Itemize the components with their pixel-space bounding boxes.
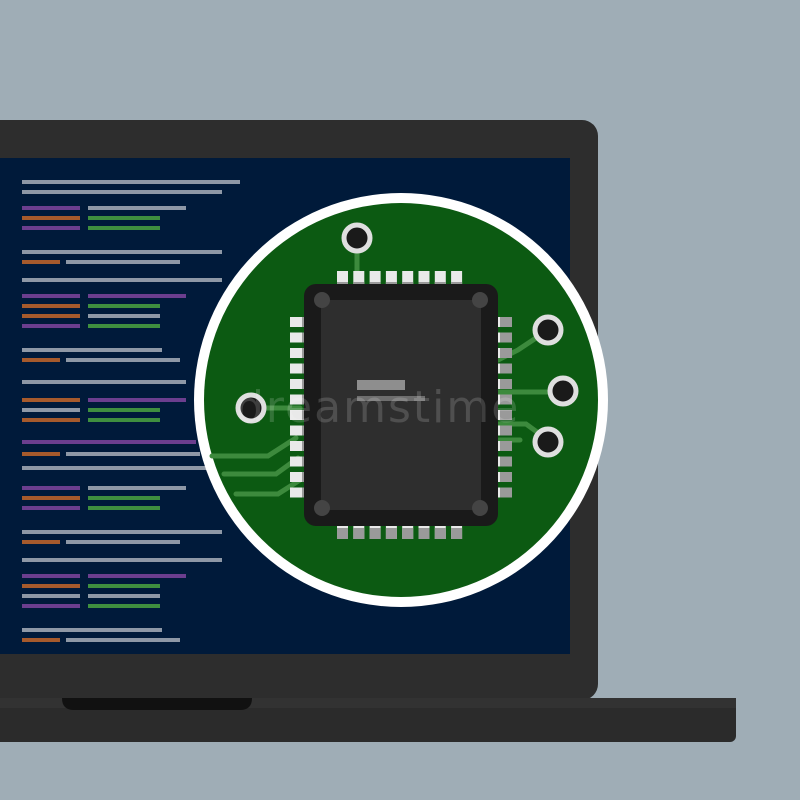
chip-pin (488, 379, 512, 389)
code-line (22, 558, 222, 562)
code-line (22, 180, 240, 184)
chip-pin (488, 394, 512, 405)
code-line (22, 604, 80, 608)
code-line (88, 304, 160, 308)
circuit-vias (235, 222, 579, 458)
code-line (22, 540, 60, 544)
code-line (22, 324, 80, 328)
chip-pin (369, 517, 381, 539)
code-line (22, 530, 222, 534)
code-line (88, 398, 186, 402)
code-line (88, 574, 186, 578)
code-line (88, 584, 160, 588)
code-line (22, 206, 80, 210)
code-line (66, 540, 180, 544)
code-line (88, 506, 160, 510)
code-line (22, 260, 60, 264)
code-line (66, 638, 180, 642)
code-line (66, 260, 180, 264)
via-left (235, 392, 267, 424)
code-line (88, 408, 160, 412)
code-line (22, 628, 162, 632)
code-line (22, 294, 80, 298)
code-line (88, 294, 186, 298)
code-line (22, 452, 60, 456)
via-right-1 (532, 314, 564, 346)
code-line (22, 496, 80, 500)
chip-pin (488, 348, 512, 358)
code-line (88, 226, 160, 230)
code-line (22, 314, 80, 318)
code-line (88, 314, 160, 318)
code-line (22, 250, 222, 254)
chip-label-mark (357, 396, 425, 401)
chip-pin (418, 517, 430, 539)
chip-pin (488, 472, 512, 482)
code-line (22, 440, 196, 444)
chip-pin (488, 425, 512, 436)
code-line (88, 594, 160, 598)
chip-core (321, 300, 481, 510)
chip-pin (434, 517, 446, 539)
code-line (22, 380, 186, 384)
code-line (88, 486, 186, 490)
code-line (22, 348, 162, 352)
code-line (22, 398, 80, 402)
via-top (341, 222, 373, 254)
code-line (22, 278, 222, 282)
code-line (22, 304, 80, 308)
chip-pin (488, 410, 512, 420)
code-line (88, 206, 186, 210)
code-line (22, 216, 80, 220)
code-line (22, 574, 80, 578)
laptop-notch (62, 698, 252, 710)
code-line (22, 408, 80, 412)
chip-pin (402, 517, 414, 539)
code-line (22, 190, 222, 194)
chip-pin (488, 332, 512, 343)
via-right-2 (547, 375, 579, 407)
circuit-board-icon (194, 193, 608, 607)
code-line (22, 506, 80, 510)
code-line (66, 452, 200, 456)
chip-pin (337, 517, 348, 539)
chip-mount-holes (314, 292, 488, 516)
chip-pin (488, 317, 512, 327)
chip-pin (353, 517, 365, 539)
code-line (88, 216, 160, 220)
code-line (22, 226, 80, 230)
code-line (22, 638, 60, 642)
chip-pin (488, 441, 512, 451)
microchip-icon (290, 271, 512, 539)
via-right-3 (532, 426, 564, 458)
chip-pin (488, 363, 512, 374)
code-line (22, 594, 80, 598)
code-line (22, 418, 80, 422)
code-line (88, 324, 160, 328)
chip-pin (488, 487, 512, 498)
chip-pin (385, 517, 397, 539)
chip-pin (488, 456, 512, 467)
code-line (88, 496, 160, 500)
code-line (22, 584, 80, 588)
code-lines (22, 180, 240, 642)
code-line (22, 358, 60, 362)
laptop-base-edge (0, 698, 736, 708)
chip-pin (451, 517, 463, 539)
code-line (66, 358, 180, 362)
chip-label-mark (357, 380, 405, 390)
code-line (22, 486, 80, 490)
code-line (88, 604, 160, 608)
code-line (22, 466, 222, 470)
code-line (88, 418, 160, 422)
